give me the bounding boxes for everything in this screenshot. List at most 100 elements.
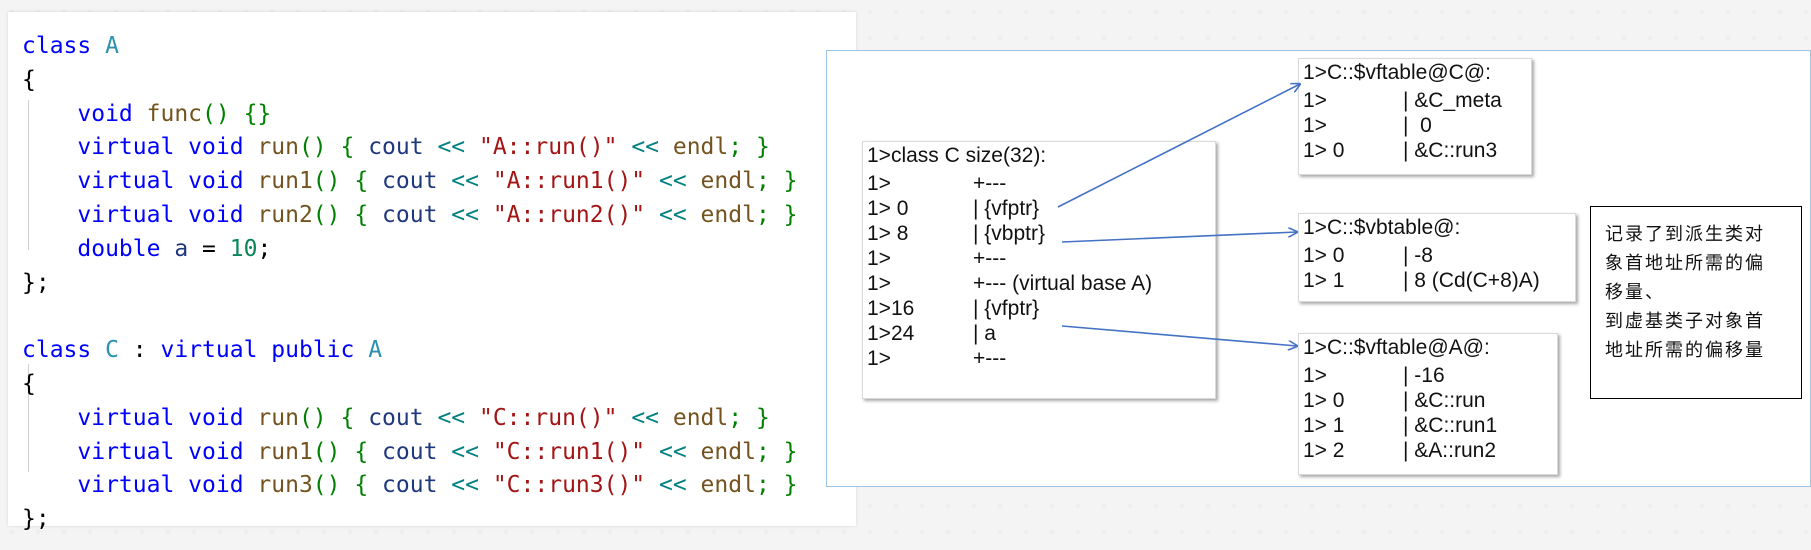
code-token: << bbox=[437, 168, 493, 195]
code-token: }; bbox=[22, 506, 50, 533]
code-token: { bbox=[22, 66, 36, 93]
vbtable-row: 1> 0| -8 bbox=[1303, 242, 1573, 270]
layout-title: 1>class C size(32): bbox=[867, 144, 1047, 167]
code-token: () { bbox=[298, 134, 369, 161]
layout-entry: | {vfptr} bbox=[973, 197, 1040, 220]
code-token: virtual void bbox=[77, 438, 258, 465]
vftable-c-entry: | &C::run3 bbox=[1403, 139, 1498, 162]
note-line: 到虚基类子对象首 bbox=[1605, 311, 1765, 332]
code-token: ; } bbox=[755, 168, 798, 195]
code-line: class C : virtual public A bbox=[22, 333, 382, 367]
layout-row: 1>+--- bbox=[867, 345, 1213, 373]
code-line: virtual void run3() { cout << "C::run3()… bbox=[22, 468, 797, 502]
note-line: 移量、 bbox=[1605, 282, 1665, 303]
vbtable-offset: 1> 0 bbox=[1303, 244, 1345, 267]
code-token bbox=[22, 236, 77, 262]
code-token: ; } bbox=[728, 134, 770, 161]
code-line: class A bbox=[22, 29, 119, 63]
vftable-a-entry: | &C::run bbox=[1403, 389, 1486, 412]
layout-offset: 1> 8 bbox=[867, 222, 909, 245]
vftable-c-offset: 1> bbox=[1303, 114, 1327, 137]
code-token: << bbox=[645, 472, 701, 499]
code-token: endl bbox=[672, 134, 729, 161]
code-token: run2 bbox=[257, 202, 313, 228]
code-token: << bbox=[645, 438, 701, 465]
vftable-a-offset: 1> bbox=[1303, 364, 1327, 387]
vftable-c-entry: | 0 bbox=[1403, 114, 1432, 137]
layout-entry: +--- (virtual base A) bbox=[973, 272, 1153, 295]
code-token: class bbox=[22, 33, 106, 59]
layout-offset: 1> 0 bbox=[867, 197, 909, 220]
layout-row: 1>16 | {vfptr} bbox=[867, 295, 1213, 323]
vftable-a-title: 1>C::$vftable@A@: bbox=[1303, 336, 1490, 359]
code-token: run bbox=[257, 404, 299, 431]
code-line: }; bbox=[22, 266, 50, 300]
code-token: { bbox=[22, 371, 36, 397]
code-token: ; } bbox=[755, 438, 798, 465]
code-token: cout bbox=[382, 202, 438, 228]
code-token: () { bbox=[312, 438, 383, 465]
code-token: run3 bbox=[257, 472, 313, 499]
code-token: ; } bbox=[728, 404, 770, 431]
code-token bbox=[22, 134, 77, 160]
code-token: a bbox=[174, 235, 189, 262]
layout-offset: 1> bbox=[867, 347, 891, 370]
code-line: void func() {} bbox=[22, 97, 271, 131]
vftable-a-offset: 1> 1 bbox=[1303, 414, 1345, 437]
vftable-a-entry: | -16 bbox=[1403, 364, 1445, 387]
layout-row: 1>+--- bbox=[867, 245, 1213, 273]
code-token: func bbox=[146, 100, 203, 127]
layout-row: 1>24| a bbox=[867, 320, 1213, 348]
vbtable-entry: | 8 (Cd(C+8)A) bbox=[1403, 269, 1540, 292]
code-token: ; bbox=[257, 235, 272, 262]
vbtable-title: 1>C::$vbtable@: bbox=[1303, 216, 1461, 239]
code-token: = bbox=[188, 235, 230, 262]
code-token: "C::run3()" bbox=[492, 472, 646, 499]
code-token: "A::run2()" bbox=[492, 202, 646, 228]
layout-offset: 1>16 bbox=[867, 297, 915, 320]
code-token: << bbox=[617, 134, 673, 161]
code-line: { bbox=[22, 63, 36, 97]
code-token: << bbox=[437, 472, 493, 499]
code-token: () { bbox=[312, 202, 383, 228]
code-panel: class A { void func() {} virtual void run… bbox=[8, 12, 856, 532]
vftable-a-row: 1> | -16 bbox=[1303, 362, 1555, 390]
code-line: { bbox=[22, 367, 36, 401]
code-token: void bbox=[77, 100, 147, 127]
vftable-a-entry: | &A::run2 bbox=[1403, 439, 1497, 462]
code-token: ; } bbox=[755, 202, 798, 228]
code-token: "A::run1()" bbox=[492, 168, 646, 195]
code-token: A bbox=[368, 337, 383, 364]
class-c-layout-box: 1>class C size(32): 1>+---1> 0| {vfptr}1… bbox=[862, 141, 1216, 399]
code-token: cout bbox=[382, 472, 438, 499]
code-token: cout bbox=[382, 438, 438, 465]
code-token bbox=[22, 168, 77, 194]
vftable-c-offset: 1> bbox=[1303, 89, 1327, 112]
vftable-c-row: 1> | 0 bbox=[1303, 112, 1529, 140]
vftable-a-row: 1> 0 | &C::run bbox=[1303, 387, 1555, 415]
code-token: run1 bbox=[257, 438, 313, 465]
vftable-c-row: 1> 0| &C::run3 bbox=[1303, 137, 1529, 165]
code-line: }; bbox=[22, 502, 50, 536]
layout-offset: 1>24 bbox=[867, 322, 915, 345]
layout-row: 1> 8| {vbptr} bbox=[867, 220, 1213, 248]
code-token: () { bbox=[298, 404, 369, 431]
code-line: double a = 10; bbox=[22, 232, 271, 266]
code-token: virtual void bbox=[77, 472, 258, 499]
layout-offset: 1> bbox=[867, 272, 891, 295]
code-token: << bbox=[645, 168, 701, 195]
code-token: cout bbox=[368, 404, 424, 431]
layout-entry: +--- bbox=[973, 172, 1007, 195]
code-token: virtual void bbox=[77, 168, 258, 195]
code-token: endl bbox=[700, 168, 756, 195]
code-token: run1 bbox=[257, 168, 313, 195]
layout-entry: | {vfptr} bbox=[973, 297, 1040, 320]
code-token: virtual void bbox=[77, 202, 258, 228]
layout-row: 1> +--- (virtual base A) bbox=[867, 270, 1213, 298]
code-token: "C::run1()" bbox=[492, 438, 646, 465]
code-token: cout bbox=[382, 168, 438, 195]
vftable-a-offset: 1> 0 bbox=[1303, 389, 1345, 412]
code-token: C bbox=[105, 337, 119, 364]
code-token: << bbox=[423, 404, 479, 431]
